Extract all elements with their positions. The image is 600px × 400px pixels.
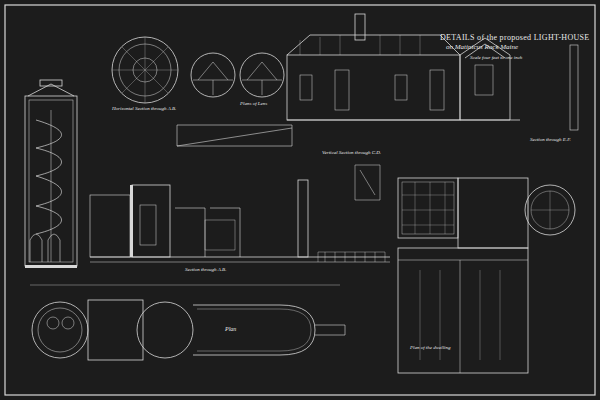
drawing-label: Vertical Section through C.D. — [322, 150, 381, 156]
drawing-title: DETAILS of the proposed LIGHT-HOUSE — [440, 34, 590, 43]
drawing-label: on Matinicus Rock Maine — [446, 44, 518, 52]
drawing-label: Plans of Lens — [240, 101, 267, 107]
drawing-label: Plan of the dwelling — [410, 345, 450, 351]
drawing-label: Section through A.B. — [185, 267, 226, 273]
drawing-label: Section through E.F. — [530, 137, 571, 143]
drawing-label: Scale four feet to one inch — [470, 55, 522, 61]
drawing-label: Horizontal Section through A.B. — [112, 106, 176, 112]
drawing-label: Plan — [225, 326, 236, 333]
